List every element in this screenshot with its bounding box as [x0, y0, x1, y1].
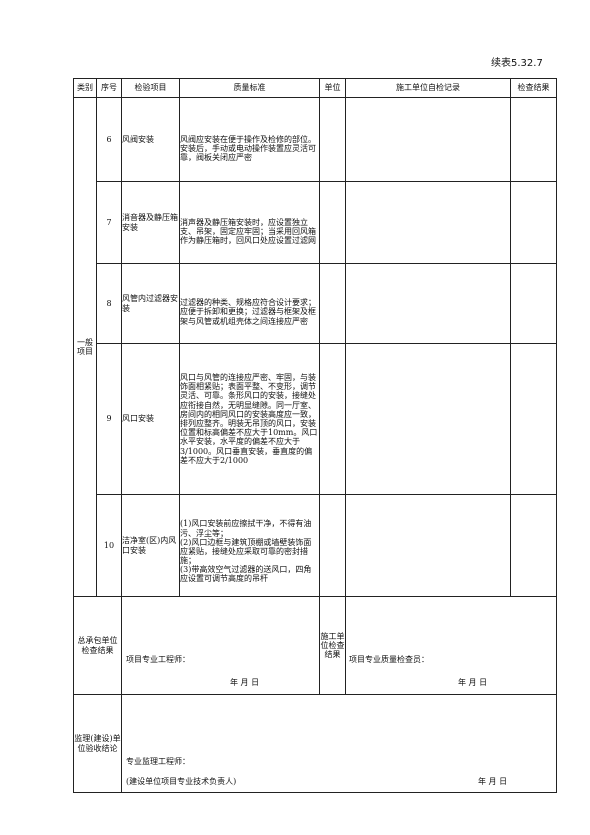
construction-inspector-label: 项目专业质量检查员：	[349, 655, 429, 664]
row-self-check-cell[interactable]	[345, 263, 511, 344]
row-item: 洁净室(区)内风口安装	[121, 494, 180, 597]
row-result-cell[interactable]	[510, 97, 557, 182]
row-unit-cell[interactable]	[319, 97, 346, 182]
supervision-signature-row: 监理(建设)单位验收结论 专业监理工程师： (建设单位项目专业技术负责人) 年 …	[73, 694, 557, 793]
row-unit-cell[interactable]	[319, 181, 346, 264]
row-item: 风管内过滤器安装	[121, 263, 180, 344]
row-self-check-cell[interactable]	[345, 343, 511, 495]
row-unit-cell[interactable]	[319, 343, 346, 495]
row-seq: 8	[96, 263, 122, 344]
header-result: 检查结果	[510, 78, 557, 98]
row-seq: 7	[96, 181, 122, 264]
row-self-check-cell[interactable]	[345, 181, 511, 264]
header-standard: 质量标准	[179, 78, 320, 98]
header-item: 检验项目	[121, 78, 180, 98]
inspection-form-table: 类别 序号 检验项目 质量标准 单位 施工单位自检记录 检查结果 一般项目 6 …	[73, 78, 557, 793]
header-category: 类别	[73, 78, 97, 98]
contractor-signature-box[interactable]: 项目专业工程师： 年 月 日	[121, 596, 320, 695]
row-item: 消音器及静压箱安装	[121, 181, 180, 264]
row-result-cell[interactable]	[510, 181, 557, 264]
construction-signature-box[interactable]: 项目专业质量检查员： 年 月 日	[345, 596, 557, 695]
supervision-date: 年 月 日	[478, 777, 508, 786]
row-self-check-cell[interactable]	[345, 97, 511, 182]
contractor-engineer-label: 项目专业工程师：	[126, 655, 190, 664]
row-result-cell[interactable]	[510, 263, 557, 344]
row-seq: 9	[96, 343, 122, 495]
row-unit-cell[interactable]	[319, 263, 346, 344]
table-row: 7 消音器及静压箱安装 消声器及静压箱安装时，应设置独立支、吊架，固定应牢固；当…	[74, 181, 557, 264]
header-row: 类别 序号 检验项目 质量标准 单位 施工单位自检记录 检查结果	[73, 78, 557, 98]
table-row: 一般项目 6 风阀安装 风阀应安装在便于操作及检修的部位。安装后，手动或电动操作…	[73, 97, 557, 597]
row-self-check-cell[interactable]	[345, 494, 511, 597]
row-standard: 风阀应安装在便于操作及检修的部位。安装后，手动或电动操作装置应灵活可靠，阀板关闭…	[179, 97, 320, 182]
header-unit: 单位	[319, 78, 346, 98]
supervision-conclusion-label: 监理(建设)单位验收结论	[73, 694, 122, 793]
category-general: 一般项目	[73, 97, 97, 597]
row-standard: 风口与风管的连接应严密、牢固，与装饰面相紧贴；表面平整、不变形，调节灵活、可靠。…	[179, 343, 320, 495]
row-unit-cell[interactable]	[319, 494, 346, 597]
table-row: 10 洁净室(区)内风口安装 (1)风口安装前应擦拭干净，不得有油污、浮尘等； …	[74, 494, 557, 597]
contractor-signature-row: 总承包单位检查结果 项目专业工程师： 年 月 日 施工单位检查结果 项目专业质量…	[73, 596, 557, 695]
row-seq: 6	[96, 97, 122, 182]
row-result-cell[interactable]	[510, 343, 557, 495]
table-row: 8 风管内过滤器安装 过滤器的种类、规格应符合设计要求；应便于拆卸和更换；过滤器…	[74, 263, 557, 344]
row-standard: (1)风口安装前应擦拭干净，不得有油污、浮尘等； (2)风口边框与建筑顶棚或墙壁…	[179, 494, 320, 597]
header-seq: 序号	[96, 78, 122, 98]
table-row: 9 风口安装 风口与风管的连接应严密、牢固，与装饰面相紧贴；表面平整、不变形，调…	[74, 343, 557, 495]
page-number: 续表5.32.7	[491, 58, 543, 69]
contractor-check-label: 总承包单位检查结果	[73, 596, 122, 695]
supervision-signature-box[interactable]: 专业监理工程师： (建设单位项目专业技术负责人) 年 月 日	[121, 694, 557, 793]
row-seq: 10	[96, 494, 122, 597]
supervision-engineer-label: 专业监理工程师：	[126, 757, 190, 766]
supervision-owner-label: (建设单位项目专业技术负责人)	[126, 777, 237, 786]
construction-check-label: 施工单位检查结果	[319, 596, 346, 695]
row-item: 风口安装	[121, 343, 180, 495]
header-self-check: 施工单位自检记录	[345, 78, 511, 98]
row-standard: 消声器及静压箱安装时，应设置独立支、吊架，固定应牢固；当采用回风箱作为静压箱时，…	[179, 181, 320, 264]
row-item: 风阀安装	[121, 97, 180, 182]
row-result-cell[interactable]	[510, 494, 557, 597]
row-standard: 过滤器的种类、规格应符合设计要求；应便于拆卸和更换；过滤器与框架及框架与风管或机…	[179, 263, 320, 344]
contractor-date: 年 月 日	[230, 678, 260, 687]
construction-date: 年 月 日	[458, 678, 488, 687]
